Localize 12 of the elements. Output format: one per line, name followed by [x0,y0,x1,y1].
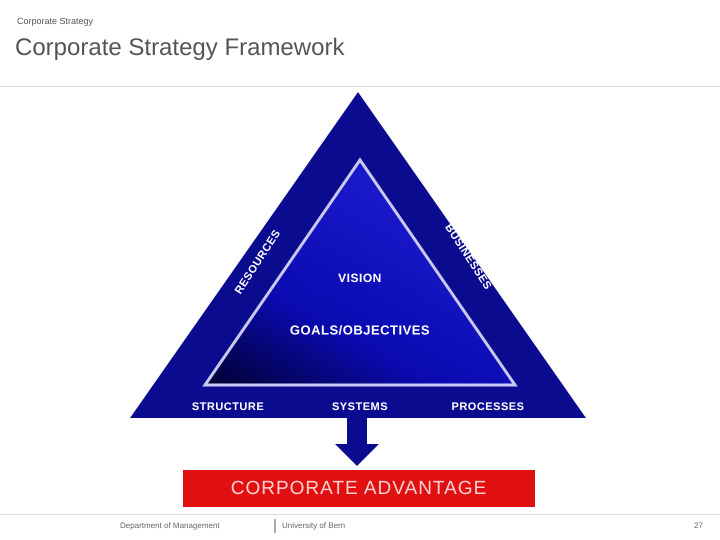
triangle-label: GOALS/OBJECTIVES [290,322,430,338]
triangle-label: VISION [338,271,382,285]
footer-text: University of Bern [282,521,346,530]
triangle-label: STRUCTURE [192,401,264,413]
section-label: Corporate Strategy [17,16,94,26]
result-box: CORPORATE ADVANTAGE [183,470,535,507]
block-arrow [335,418,379,466]
slide-title: Corporate Strategy Framework [15,34,344,62]
footer-text: Department of Management [120,521,220,530]
triangle-label: PROCESSES [452,401,524,413]
page-number: 27 [694,521,703,530]
triangle-label: SYSTEMS [332,401,388,413]
